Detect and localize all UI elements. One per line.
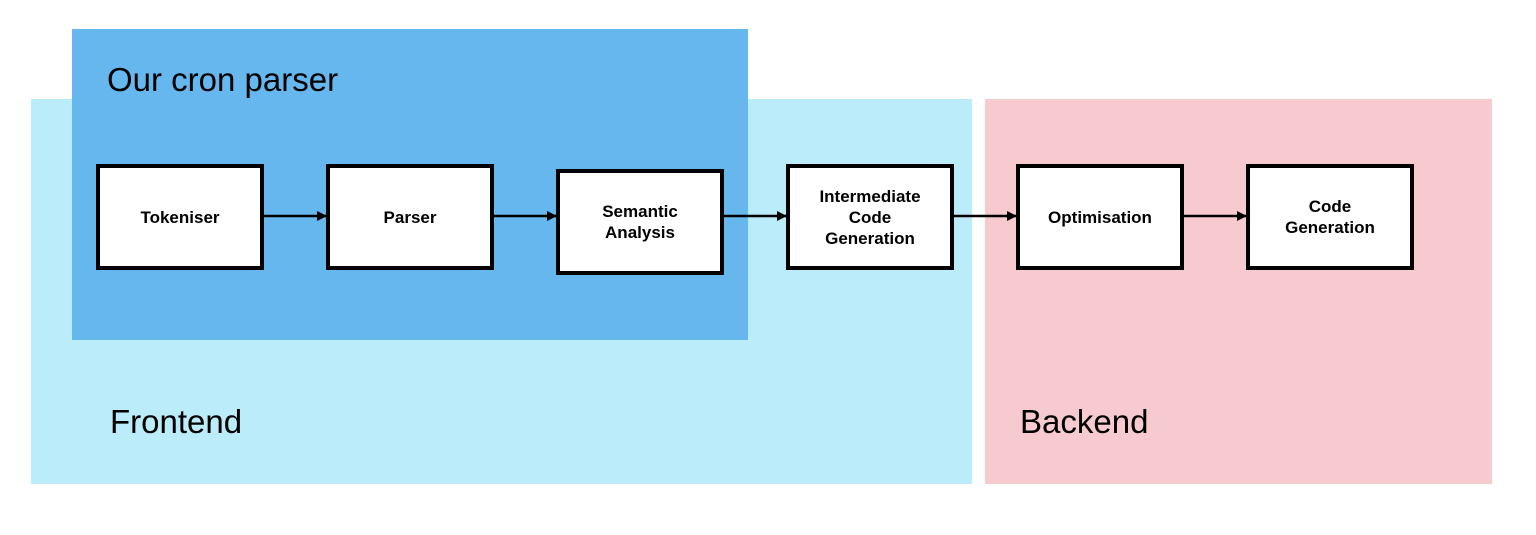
cron-parser-label: Our cron parser	[107, 61, 339, 98]
backend-region	[985, 99, 1492, 484]
backend-label: Backend	[1020, 403, 1149, 440]
stage-intermediate-code-generation: Intermediate Code Generation	[786, 164, 954, 270]
frontend-label: Frontend	[110, 403, 243, 440]
stage-optimisation-label: Optimisation	[1048, 207, 1152, 227]
stage-code-generation-label: Code Generation	[1285, 197, 1375, 237]
stage-parser-label: Parser	[383, 207, 437, 227]
stage-parser: Parser	[326, 164, 494, 270]
stage-tokeniser-label: Tokeniser	[140, 207, 220, 227]
stage-code-generation: Code Generation	[1246, 164, 1414, 270]
stage-intermediate-code-generation-label: Intermediate Code Generation	[819, 186, 921, 248]
stage-semantic-analysis: Semantic Analysis	[556, 169, 724, 275]
stage-tokeniser: Tokeniser	[96, 164, 264, 270]
stage-optimisation: Optimisation	[1016, 164, 1184, 270]
stage-semantic-analysis-label: Semantic Analysis	[602, 202, 678, 242]
